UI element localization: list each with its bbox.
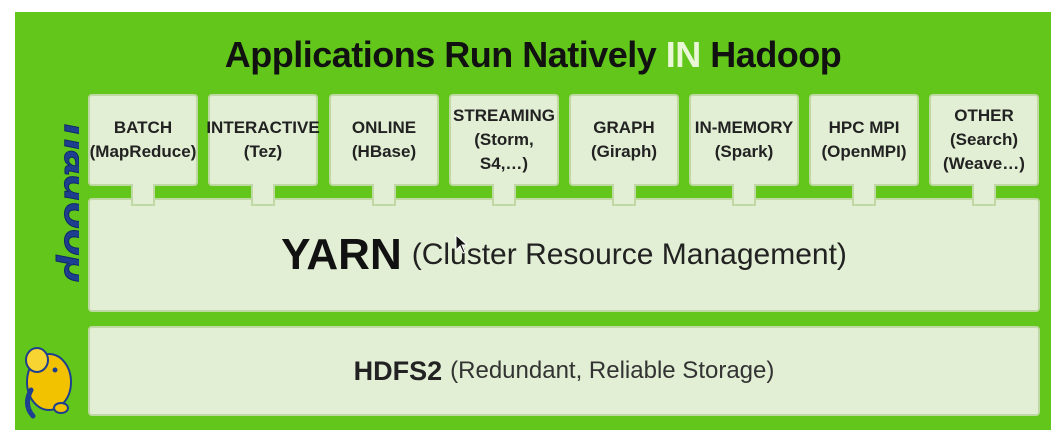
title-part-2: Hadoop: [700, 34, 842, 75]
app-name: STREAMING: [453, 106, 555, 125]
connector-tab: [732, 184, 756, 206]
hadoop-logo: hadoop: [25, 124, 79, 419]
app-name: BATCH: [113, 118, 173, 137]
title-highlight: IN: [665, 34, 702, 75]
app-sub: (Giraph): [590, 142, 658, 161]
mouse-cursor-icon: [455, 234, 469, 254]
yarn-layer: YARN (Cluster Resource Management): [88, 198, 1040, 312]
app-box-other: OTHER (Search) (Weave…): [929, 94, 1039, 206]
connector-tab: [852, 184, 876, 206]
connector-tab: [972, 184, 996, 206]
elephant-icon: [25, 347, 72, 419]
hdfs-layer: HDFS2 (Redundant, Reliable Storage): [88, 326, 1040, 416]
app-box-hpc-mpi: HPC MPI (OpenMPI): [809, 94, 919, 206]
app-box-streaming: STREAMING (Storm, S4,…): [449, 94, 559, 206]
logo-wordmark: hadoop: [55, 124, 79, 283]
app-box-in-memory: IN-MEMORY (Spark): [689, 94, 799, 206]
hdfs-label: HDFS2: [353, 355, 443, 386]
app-name: ONLINE: [351, 118, 417, 137]
connector-tab: [372, 184, 396, 206]
app-sub: (HBase): [351, 142, 417, 161]
app-name: INTERACTIVE: [206, 118, 320, 137]
app-name: OTHER: [954, 106, 1014, 125]
app-sub-2: (Weave…): [943, 154, 1025, 173]
app-name: IN-MEMORY: [694, 118, 794, 137]
yarn-description: (Cluster Resource Management): [411, 238, 847, 271]
app-box-graph: GRAPH (Giraph): [569, 94, 679, 206]
app-sub: (MapReduce): [89, 142, 197, 161]
connector-tab: [492, 184, 516, 206]
connector-tab: [251, 184, 275, 206]
app-sub: (Storm, S4,…): [474, 130, 534, 173]
app-sub: (Tez): [243, 142, 283, 161]
yarn-label: YARN: [281, 230, 402, 279]
app-sub: (Search): [949, 130, 1019, 149]
app-sub: (Spark): [714, 142, 774, 161]
diagram-title: Applications Run Natively IN Hadoop: [15, 34, 1051, 76]
app-box-online: ONLINE (HBase): [329, 94, 439, 206]
connector-tab: [612, 184, 636, 206]
title-part-1: Applications Run Natively: [224, 34, 666, 75]
app-name: GRAPH: [593, 118, 655, 137]
hdfs-description: (Redundant, Reliable Storage): [450, 357, 775, 384]
app-sub: (OpenMPI): [821, 142, 907, 161]
app-name: HPC MPI: [828, 118, 900, 137]
connector-tab: [131, 184, 155, 206]
app-box-batch: BATCH (MapReduce): [88, 94, 198, 206]
app-box-interactive: INTERACTIVE (Tez): [206, 94, 320, 206]
hadoop-stack-diagram: Applications Run Natively IN Hadoop BATC…: [15, 12, 1051, 430]
